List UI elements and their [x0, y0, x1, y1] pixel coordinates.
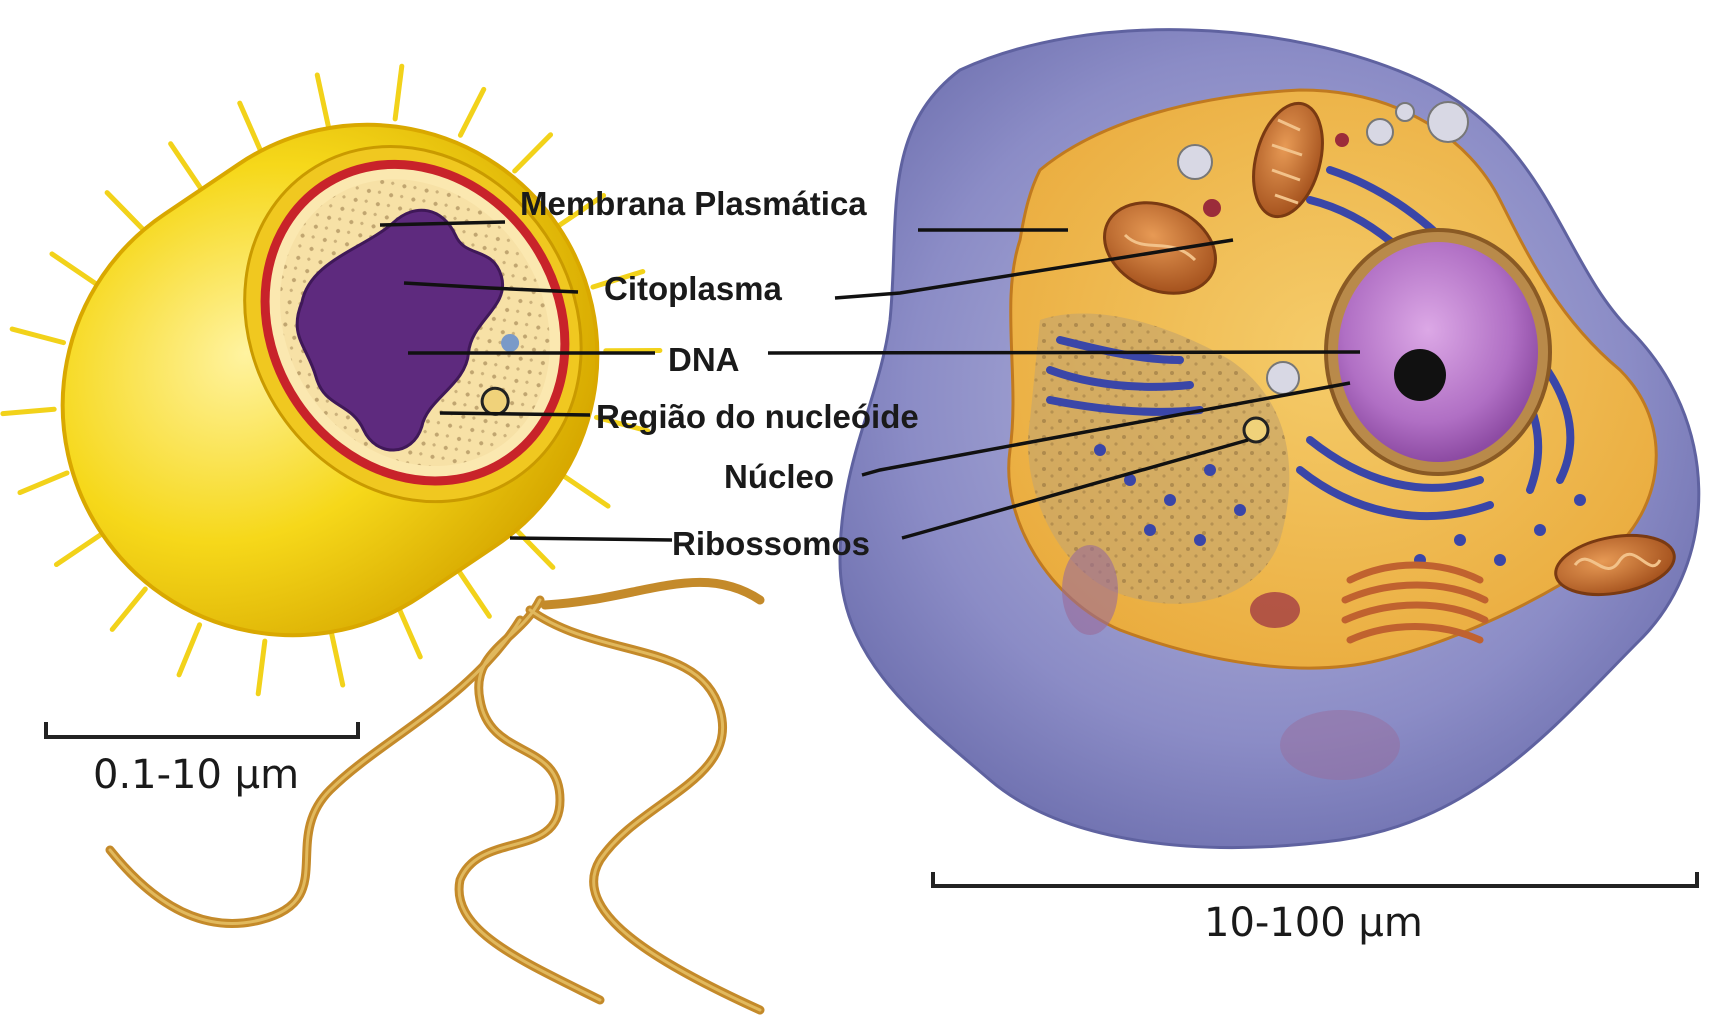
lysosome	[1250, 592, 1300, 628]
scale-label-prokaryote: 0.1-10 μm	[93, 752, 299, 798]
label-nucleo: Núcleo	[724, 458, 834, 495]
label-membrana-plasmatica: Membrana Plasmática	[520, 185, 867, 222]
prokaryotic-cell	[0, 0, 763, 1010]
label-regiao-do-nucleoide: Região do nucleóide	[596, 398, 919, 435]
scale-bar-prokaryote: 0.1-10 μm	[46, 722, 358, 798]
scale-label-eukaryote: 10-100 μm	[1204, 900, 1423, 946]
label-dna: DNA	[668, 341, 740, 378]
label-ribossomos: Ribossomos	[672, 525, 870, 562]
nucleolus	[1394, 349, 1446, 401]
eukaryotic-cell	[840, 30, 1699, 848]
label-citoplasma: Citoplasma	[604, 270, 783, 307]
scale-bar-eukaryote: 10-100 μm	[933, 872, 1697, 946]
ribosome-marker	[1244, 418, 1268, 442]
